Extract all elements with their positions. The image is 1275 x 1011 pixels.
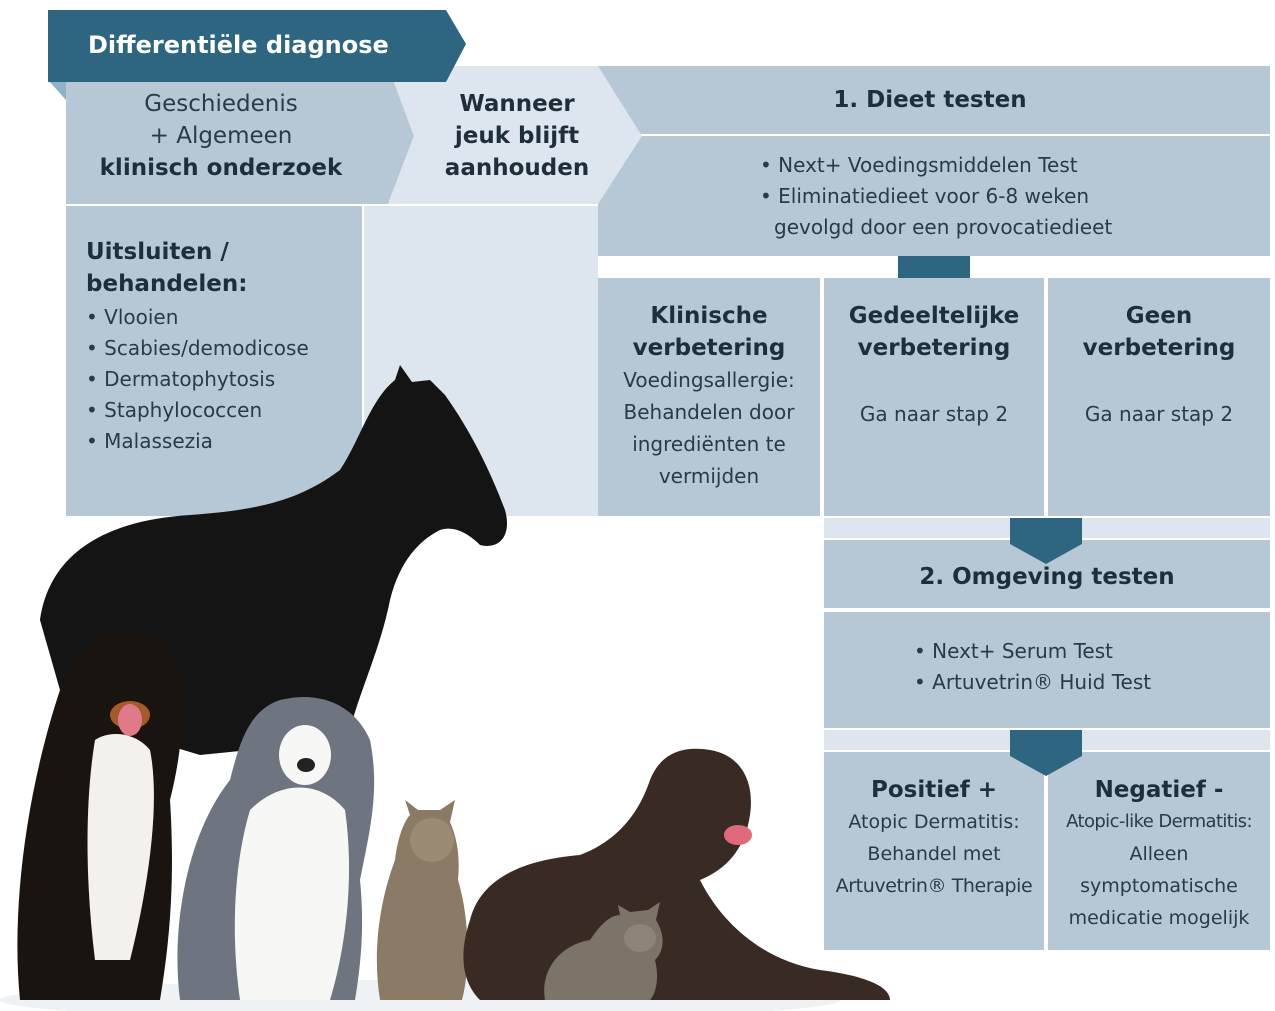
positive-title: Positief + bbox=[871, 777, 997, 803]
step-persist-line3: aanhouden bbox=[444, 155, 590, 181]
exclude-item: • Scabies/demodicose bbox=[86, 336, 309, 360]
env-item-1: • Next+ Serum Test bbox=[914, 639, 1113, 663]
clinical-text-3: ingrediënten te bbox=[632, 432, 786, 456]
partial-text: Ga naar stap 2 bbox=[859, 402, 1009, 426]
env-item-2: • Artuvetrin® Huid Test bbox=[914, 670, 1152, 694]
none-title-1: Geen bbox=[1125, 303, 1193, 329]
step-history: Geschiedenis + Algemeen klinisch onderzo… bbox=[66, 88, 376, 184]
exclude-item: • Malassezia bbox=[86, 429, 213, 453]
bernese-dog-image bbox=[17, 629, 182, 1000]
step-history-shape bbox=[66, 66, 414, 204]
connector-3 bbox=[1010, 730, 1082, 776]
step-persist-shape bbox=[388, 66, 642, 204]
clinical-text-1: Voedingsallergie: bbox=[623, 368, 795, 392]
diet-item-2: • Eliminatiedieet voor 6-8 weken bbox=[760, 184, 1090, 208]
positive-text-2: Behandel met bbox=[867, 843, 1001, 865]
exclude-item: • Vlooien bbox=[86, 305, 179, 329]
clinical-title-1: Klinische bbox=[650, 303, 768, 329]
banner-fold bbox=[48, 80, 66, 100]
negative-text-2: Alleen bbox=[1129, 843, 1189, 865]
negative-text-4: medicatie mogelijk bbox=[1068, 907, 1250, 929]
env-body bbox=[824, 612, 1270, 728]
negative-text-3: symptomatische bbox=[1080, 875, 1238, 897]
step-history-line1: Geschiedenis bbox=[144, 91, 298, 117]
exclude-list: • Vlooien • Scabies/demodicose • Dermato… bbox=[86, 302, 356, 457]
none-cell: Geen verbetering Ga naar stap 2 bbox=[1048, 300, 1270, 430]
partial-cell: Gedeeltelijke verbetering Ga naar stap 2 bbox=[824, 300, 1044, 430]
diet-item-1: • Next+ Voedingsmiddelen Test bbox=[760, 153, 1078, 177]
exclude-title-2: behandelen: bbox=[86, 271, 248, 297]
diet-list: • Next+ Voedingsmiddelen Test • Eliminat… bbox=[760, 150, 1200, 243]
positive-cell: Positief + Atopic Dermatitis: Behandel m… bbox=[824, 774, 1044, 902]
negative-text-1: Atopic-like Dermatitis: bbox=[1066, 811, 1252, 832]
positive-text-1: Atopic Dermatitis: bbox=[848, 811, 1020, 833]
positive-text-3: Artuvetrin® Therapie bbox=[835, 875, 1033, 897]
exclude-item: • Staphylococcen bbox=[86, 398, 263, 422]
exclude-content: Uitsluiten / behandelen: • Vlooien • Sca… bbox=[86, 236, 356, 457]
banner-title: Differentiële diagnose bbox=[88, 31, 389, 59]
divider bbox=[1044, 278, 1048, 516]
step-persist: Wanneer jeuk blijft aanhouden bbox=[410, 88, 624, 184]
divider bbox=[820, 278, 824, 516]
partial-title-1: Gedeeltelijke bbox=[848, 303, 1020, 329]
exclude-title-1: Uitsluiten / bbox=[86, 239, 229, 265]
diet-panel-body bbox=[598, 136, 1270, 256]
negative-cell: Negatief - Atopic-like Dermatitis: Allee… bbox=[1048, 774, 1270, 934]
none-text: Ga naar stap 2 bbox=[1084, 402, 1234, 426]
connector-2 bbox=[1010, 518, 1082, 564]
step-persist-line1: Wanneer bbox=[459, 91, 575, 117]
step-arrows bbox=[48, 10, 642, 204]
divider bbox=[1044, 752, 1048, 950]
clinical-cell: Klinische verbetering Voedingsallergie: … bbox=[598, 300, 820, 492]
diet-item-2-cont: gevolgd door een provocatiedieet bbox=[774, 215, 1113, 239]
diet-panel-header bbox=[598, 66, 1270, 134]
shepherd-dog-image bbox=[177, 696, 375, 1000]
step-history-line3: klinisch onderzoek bbox=[99, 155, 343, 181]
clinical-text-2: Behandelen door bbox=[623, 400, 795, 424]
diet-title: 1. Dieet testen bbox=[833, 87, 1027, 113]
kitten-image bbox=[544, 902, 663, 1000]
banner-shape bbox=[48, 10, 466, 82]
env-title: 2. Omgeving testen bbox=[919, 564, 1175, 590]
none-title-2: verbetering bbox=[1082, 335, 1236, 361]
clinical-text-4: vermijden bbox=[658, 464, 760, 488]
ground-shadow bbox=[0, 980, 840, 1011]
clinical-title-2: verbetering bbox=[632, 335, 786, 361]
exclude-item: • Dermatophytosis bbox=[86, 367, 276, 391]
outcome-row-1 bbox=[598, 278, 1270, 516]
partial-title-2: verbetering bbox=[857, 335, 1011, 361]
negative-title: Negatief - bbox=[1094, 777, 1224, 803]
step-persist-line2: jeuk blijft bbox=[454, 123, 580, 149]
env-list: • Next+ Serum Test • Artuvetrin® Huid Te… bbox=[914, 636, 1254, 698]
step-history-line2: + Algemeen bbox=[149, 123, 293, 149]
cat-image bbox=[376, 800, 468, 1000]
